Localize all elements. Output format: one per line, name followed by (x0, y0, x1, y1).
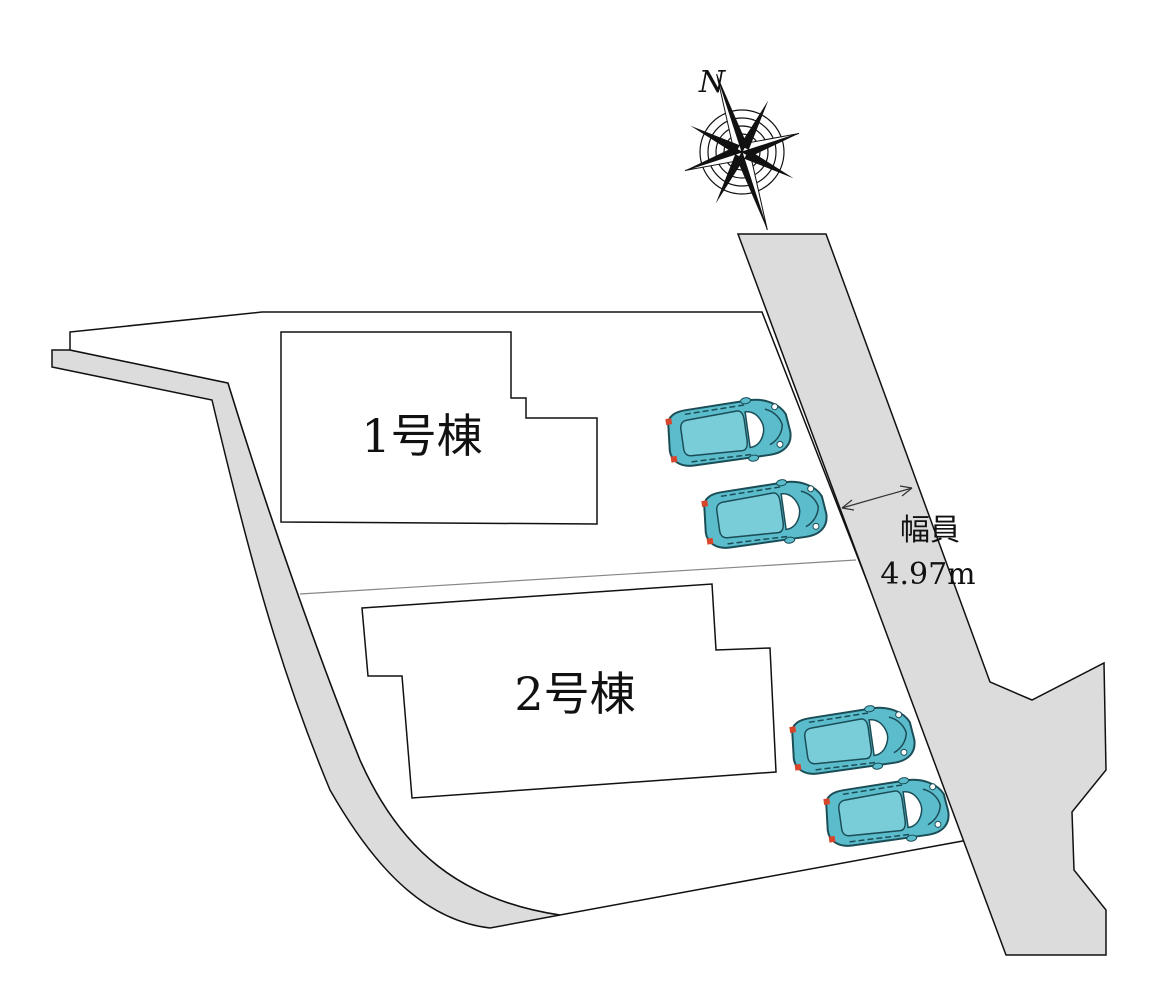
road (736, 233, 1107, 956)
building-1-label: 1号棟 (361, 409, 482, 463)
lot-divider (299, 559, 857, 595)
compass-north-label: N (698, 65, 727, 100)
north-compass-icon (684, 73, 800, 231)
road-width-value: 4.97m (880, 557, 975, 592)
road-width-label: 幅員 (900, 513, 960, 548)
building-2-label: 2号棟 (514, 667, 635, 721)
road-width-dimension (841, 485, 913, 511)
building-2-outline (361, 583, 777, 799)
building-1-outline (280, 331, 598, 525)
